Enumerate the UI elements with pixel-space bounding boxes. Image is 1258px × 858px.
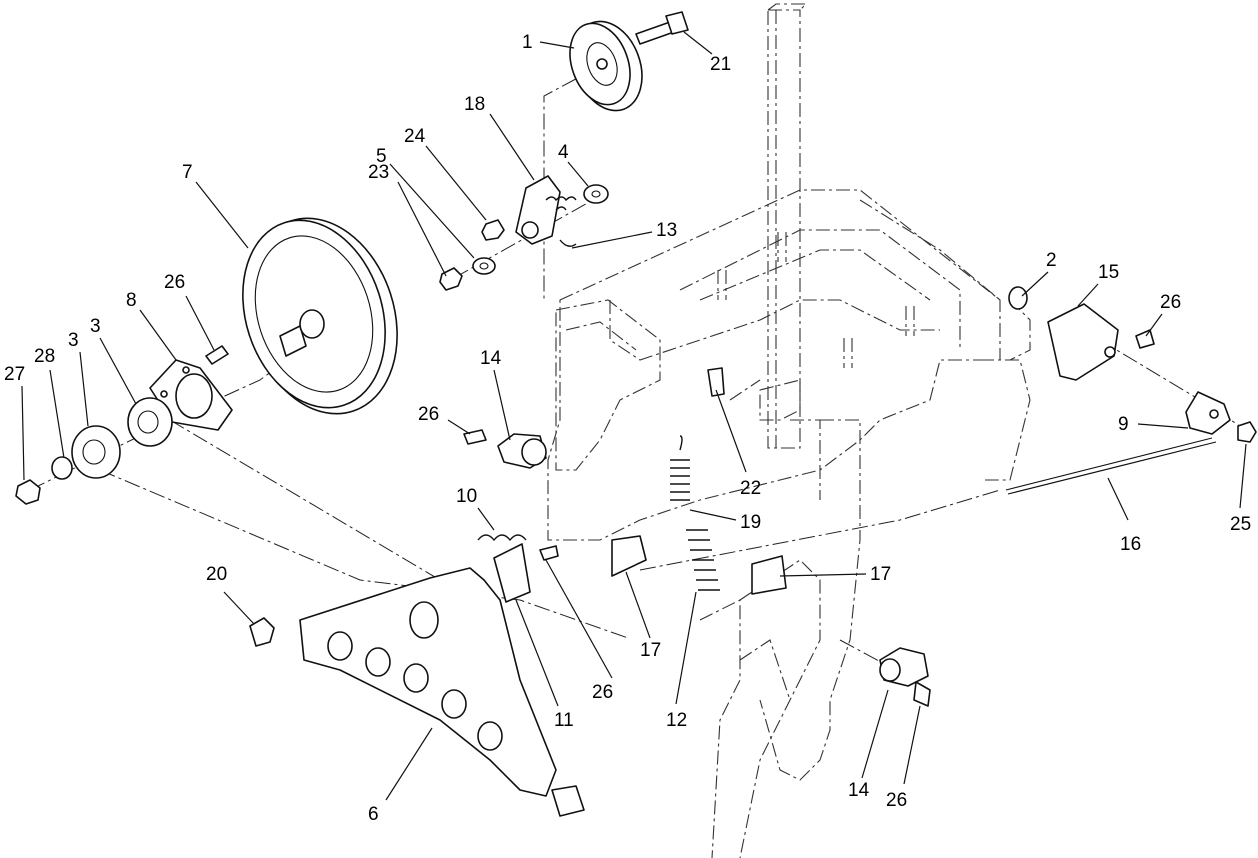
spring-10 (477, 534, 527, 542)
callout-27: 27 (4, 364, 25, 385)
bolt-2 (1008, 286, 1028, 310)
bolt-26-a (205, 345, 229, 365)
leader-lines (21, 31, 1247, 801)
nut-24 (481, 219, 505, 241)
idler-pulley (569, 20, 643, 112)
callout-24: 24 (404, 126, 426, 147)
rod-16 (1005, 437, 1217, 495)
idler-arm (515, 175, 561, 245)
bearing-3-b (71, 425, 121, 479)
callout-26-a: 26 (164, 272, 185, 293)
callout-26-d: 26 (1160, 292, 1181, 313)
callout-labels: 1 21 18 24 5 4 23 13 7 26 8 3 3 28 27 14… (4, 32, 1251, 825)
drive-pulley (242, 217, 398, 415)
callout-14-b: 14 (848, 780, 870, 801)
callout-17-a: 17 (870, 564, 891, 585)
bracket-17-a (611, 535, 647, 577)
nut-25 (1237, 421, 1257, 443)
callout-9: 9 (1118, 414, 1129, 435)
callout-5: 5 (376, 146, 387, 167)
callout-11: 11 (554, 710, 574, 731)
bearing-3-a (127, 397, 173, 447)
callout-25: 25 (1230, 514, 1251, 535)
callout-2: 2 (1046, 250, 1057, 271)
callout-14-a: 14 (480, 348, 502, 369)
callout-28: 28 (34, 346, 55, 367)
bracket-17-b (751, 555, 787, 595)
spring-12 (686, 529, 720, 591)
cover-plate (299, 567, 557, 797)
bracket-15 (1047, 303, 1119, 381)
spring-19 (670, 435, 690, 501)
callout-21: 21 (710, 54, 731, 75)
bolt-22 (707, 367, 725, 397)
bracket-9 (1185, 391, 1231, 435)
callout-17-b: 17 (640, 640, 661, 661)
callout-22: 22 (740, 478, 761, 499)
washer-28 (51, 456, 73, 480)
callout-18: 18 (464, 94, 485, 115)
callout-26-e: 26 (886, 790, 907, 811)
callout-15: 15 (1098, 262, 1119, 283)
bolt-26-d (1135, 329, 1155, 349)
washer-5 (472, 257, 496, 275)
callout-1: 1 (522, 32, 533, 53)
callout-13: 13 (656, 220, 677, 241)
callout-6: 6 (368, 804, 379, 825)
callout-19: 19 (740, 512, 761, 533)
chassis-frame (547, 3, 1031, 858)
callout-8: 8 (126, 290, 137, 311)
callout-4: 4 (558, 142, 569, 163)
bolt-21 (635, 11, 689, 45)
spring-13 (545, 196, 577, 247)
callout-7: 7 (182, 162, 193, 183)
callout-23: 23 (368, 162, 389, 183)
bolt-26-c (539, 545, 559, 561)
callout-26-c: 26 (592, 682, 613, 703)
callout-16: 16 (1120, 534, 1141, 555)
bushing-14-b (879, 647, 929, 687)
callout-3-a: 3 (90, 316, 101, 337)
callout-10: 10 (456, 486, 477, 507)
bolt-26-e (913, 681, 931, 707)
callout-3-b: 3 (68, 330, 79, 351)
washer-4 (583, 184, 609, 204)
nut-23 (439, 267, 463, 291)
callout-20: 20 (206, 564, 227, 585)
bushing-14-a (497, 433, 547, 469)
arm-11 (493, 543, 531, 603)
bushing-bottom (551, 785, 585, 817)
fitting-20 (249, 617, 275, 647)
callout-26-b: 26 (418, 404, 439, 425)
callout-12: 12 (666, 710, 687, 731)
nut-27 (15, 479, 41, 505)
